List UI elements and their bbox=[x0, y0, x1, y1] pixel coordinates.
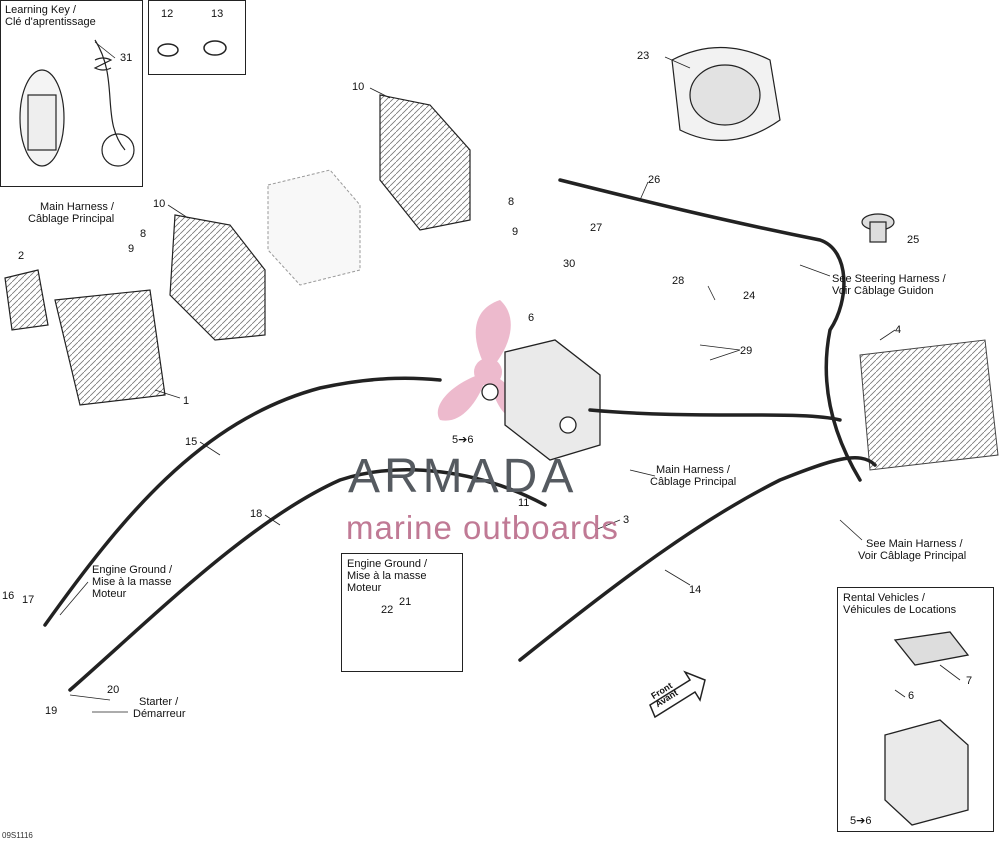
battery-ghost bbox=[267, 169, 361, 286]
callout-3: 3 bbox=[623, 514, 630, 526]
watermark-title: ARMADA bbox=[348, 450, 578, 503]
see-main-harness-label-1: See Main Harness / bbox=[866, 538, 963, 550]
engine-ground-box: Engine Ground / Mise à la masse Moteur bbox=[341, 553, 463, 672]
main-harness-left-label-1: Main Harness / bbox=[40, 201, 114, 213]
wiring-cables bbox=[43, 178, 877, 692]
clamps-box bbox=[148, 0, 246, 75]
harness-bracket-drawing bbox=[4, 269, 166, 406]
leader-lines bbox=[59, 41, 961, 713]
callout-1: 1 bbox=[183, 395, 190, 407]
callout-26: 26 bbox=[648, 174, 661, 186]
callout-8-right: 8 bbox=[508, 196, 515, 208]
callout-11: 11 bbox=[518, 497, 530, 509]
see-steering-label-2: Voir Câblage Guidon bbox=[832, 285, 934, 297]
callout-20: 20 bbox=[107, 684, 120, 696]
callout-19: 19 bbox=[45, 705, 58, 717]
front-arrow-icon bbox=[649, 670, 706, 719]
figure-code: 09S1116 bbox=[2, 831, 33, 840]
callout-10-left: 10 bbox=[153, 198, 166, 210]
callout-15: 15 bbox=[185, 436, 198, 448]
callout-23: 23 bbox=[637, 50, 650, 62]
callout-16: 16 bbox=[2, 590, 15, 602]
clamp-drawings bbox=[157, 40, 227, 57]
see-main-harness-label-2: Voir Câblage Principal bbox=[858, 550, 967, 562]
callout-13: 13 bbox=[211, 8, 224, 20]
callout-6-main: 6 bbox=[528, 312, 535, 324]
callout-7: 7 bbox=[966, 675, 973, 687]
engine-ground-left-label-1: Engine Ground / bbox=[92, 564, 173, 576]
callout-18: 18 bbox=[250, 508, 263, 520]
callout-4: 4 bbox=[895, 324, 902, 336]
engine-ground-box-label-2: Mise à la masse bbox=[347, 570, 427, 582]
rental-vehicles-box: Rental Vehicles / Véhicules de Locations bbox=[837, 587, 994, 832]
callout-31: 31 bbox=[120, 52, 133, 64]
gauge-cluster-drawing bbox=[671, 47, 781, 141]
main-harness-mid-label-1: Main Harness / bbox=[656, 464, 730, 476]
callout-28: 28 bbox=[672, 275, 685, 287]
battery-ref-rental: 5➔6 bbox=[850, 815, 872, 827]
engine-ground-left-label-3: Moteur bbox=[92, 588, 127, 600]
callout-6-rental: 6 bbox=[908, 690, 915, 702]
callout-9-left: 9 bbox=[128, 243, 135, 255]
learning-key-label-fr: Clé d'aprentissage bbox=[5, 16, 96, 28]
starter-label-1: Starter / bbox=[139, 696, 179, 708]
rental-label-1: Rental Vehicles / bbox=[843, 592, 925, 604]
rental-label-2: Véhicules de Locations bbox=[843, 604, 957, 616]
callout-17: 17 bbox=[22, 594, 35, 606]
watermark-subtitle: marine outboards bbox=[346, 509, 619, 546]
battery-drawing bbox=[481, 339, 601, 461]
battery-trays bbox=[169, 94, 471, 341]
callout-27: 27 bbox=[590, 222, 603, 234]
callout-8-left: 8 bbox=[140, 228, 147, 240]
callout-2: 2 bbox=[18, 250, 25, 262]
engine-drawing bbox=[859, 339, 999, 471]
rental-battery-drawing bbox=[884, 631, 970, 826]
callout-9-right: 9 bbox=[512, 226, 519, 238]
starter-label-2: Démarreur bbox=[133, 708, 186, 720]
engine-ground-box-label-1: Engine Ground / bbox=[347, 558, 428, 570]
callout-29: 29 bbox=[740, 345, 753, 357]
learning-key-box: Learning Key / Clé d'aprentissage bbox=[0, 0, 143, 187]
callout-21: 21 bbox=[399, 596, 412, 608]
battery-ref-main: 5➔6 bbox=[452, 434, 474, 446]
engine-ground-left-label-2: Mise à la masse bbox=[92, 576, 172, 588]
callout-24: 24 bbox=[743, 290, 756, 302]
callout-25: 25 bbox=[907, 234, 920, 246]
learning-key-drawing bbox=[19, 39, 135, 167]
callout-30: 30 bbox=[563, 258, 576, 270]
see-steering-label-1: See Steering Harness / bbox=[832, 273, 946, 285]
callout-14: 14 bbox=[689, 584, 702, 596]
learning-key-label-en: Learning Key / bbox=[5, 4, 76, 16]
callout-10-top: 10 bbox=[352, 81, 365, 93]
main-harness-mid-label-2: Câblage Principal bbox=[650, 476, 737, 488]
cap-drawing bbox=[861, 213, 895, 243]
callout-12: 12 bbox=[161, 8, 174, 20]
callout-22: 22 bbox=[381, 604, 394, 616]
engine-ground-box-label-3: Moteur bbox=[347, 582, 382, 594]
main-harness-left-label-2: Câblage Principal bbox=[28, 213, 115, 225]
